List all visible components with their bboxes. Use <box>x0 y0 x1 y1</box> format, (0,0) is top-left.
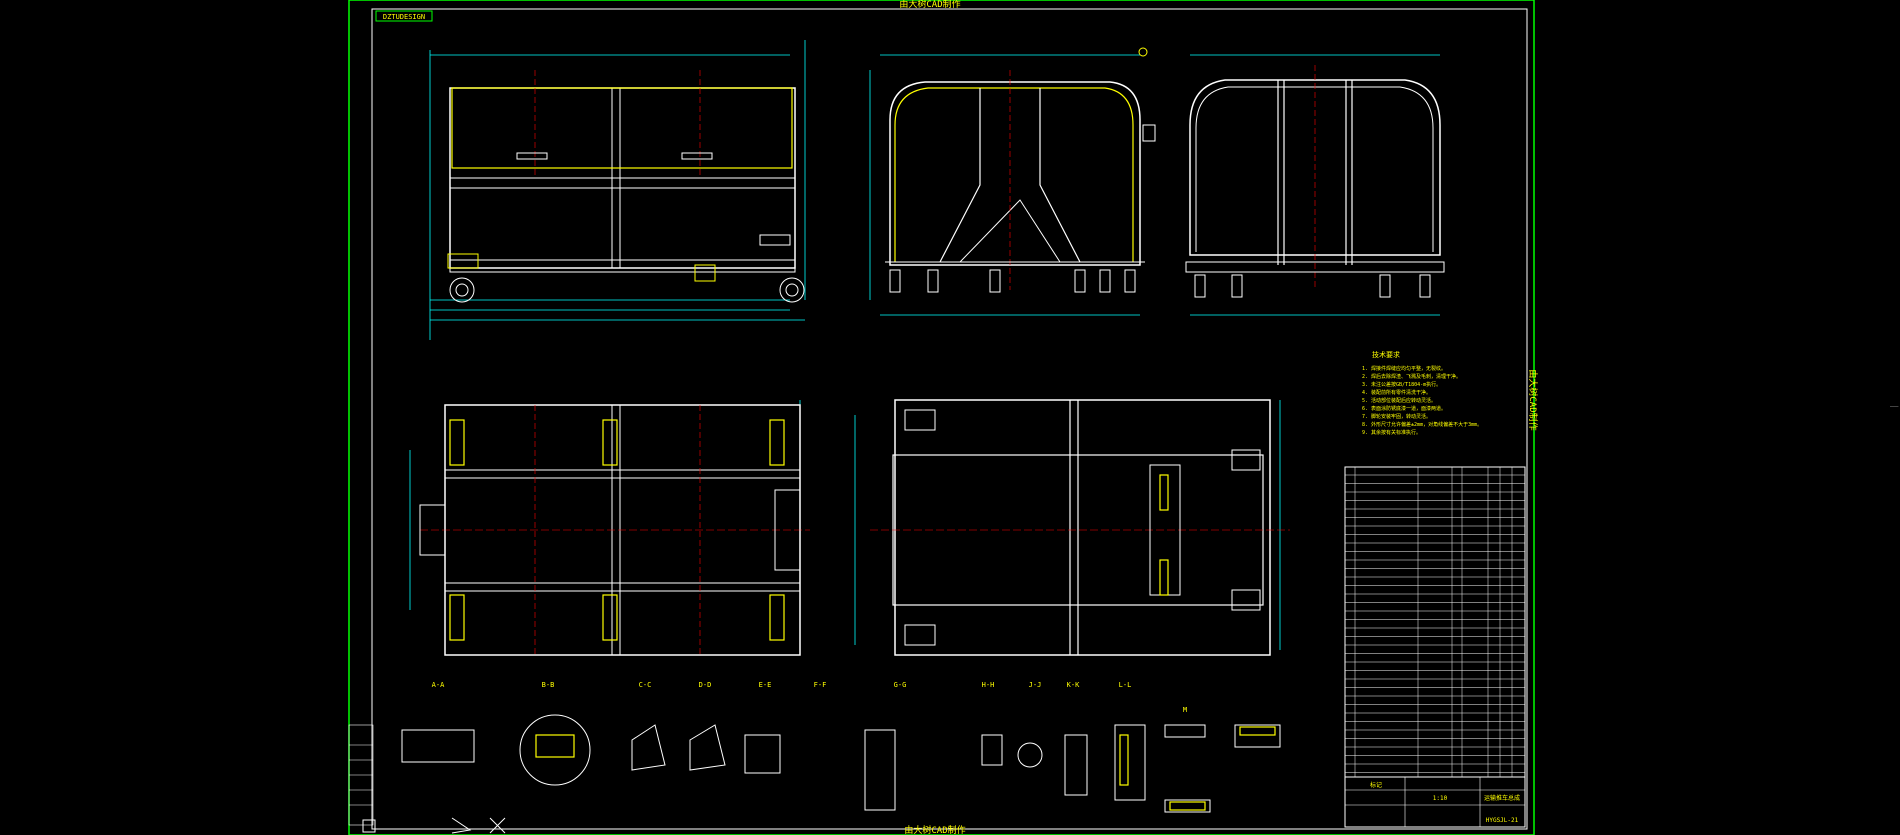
parts-list[interactable] <box>1344 466 1526 778</box>
svg-text:H-H: H-H <box>982 681 995 689</box>
svg-text:7. 脚轮安装牢固，转动灵活。: 7. 脚轮安装牢固，转动灵活。 <box>1362 413 1431 420</box>
sheet-outer-border <box>348 0 1535 835</box>
plan-view-right[interactable] <box>854 399 1290 656</box>
svg-text:3. 未注公差按GB/T1804-m执行。: 3. 未注公差按GB/T1804-m执行。 <box>1362 381 1441 388</box>
svg-text:G-G: G-G <box>894 681 907 689</box>
svg-text:C-C: C-C <box>639 681 652 689</box>
title-block-drawing-no: HYGSJL-21 <box>1486 817 1519 824</box>
svg-text:8. 外形尺寸允许偏差±2mm，对角线偏差不大于3mm。: 8. 外形尺寸允许偏差±2mm，对角线偏差不大于3mm。 <box>1362 421 1482 428</box>
corner-code-box <box>375 10 433 22</box>
svg-text:B-B: B-B <box>542 681 555 689</box>
svg-text:5. 活动部位装配后应转动灵活。: 5. 活动部位装配后应转动灵活。 <box>1362 397 1436 404</box>
title-block-label: 标记 <box>1370 781 1382 789</box>
svg-text:E-E: E-E <box>759 681 772 689</box>
detail-view-labels: A-A B-B C-C D-D E-E F-F G-G H-H J-J K-K … <box>432 681 1187 714</box>
svg-text:2. 焊后去除焊渣、飞溅及毛刺，清理干净。: 2. 焊后去除焊渣、飞溅及毛刺，清理干净。 <box>1362 373 1461 380</box>
svg-text:4. 装配前所有零件清洗干净。: 4. 装配前所有零件清洗干净。 <box>1362 389 1431 396</box>
svg-text:9. 其余按有关标准执行。: 9. 其余按有关标准执行。 <box>1362 429 1421 436</box>
side-section-view[interactable] <box>869 47 1156 316</box>
tech-requirements: 技术要求 1. 焊接件焊缝应均匀平整，无裂纹。 2. 焊后去除焊渣、飞溅及毛刺，… <box>1362 350 1482 436</box>
sheet-inner-border <box>371 8 1528 830</box>
ucs-icon <box>362 817 506 834</box>
tech-requirements-title: 技术要求 <box>1372 350 1400 359</box>
title-block-scale: 1:10 <box>1433 795 1448 802</box>
svg-text:L-L: L-L <box>1119 681 1132 689</box>
svg-text:F-F: F-F <box>814 681 827 689</box>
svg-text:1. 焊接件焊缝应均匀平整，无裂纹。: 1. 焊接件焊缝应均匀平整，无裂纹。 <box>1362 365 1446 372</box>
title-block[interactable]: 标记 运输推车总成 1:10 HYGSJL-21 <box>1344 776 1526 828</box>
end-elevation-view[interactable] <box>1185 54 1445 316</box>
svg-text:M: M <box>1183 706 1187 714</box>
plan-view-left[interactable] <box>409 400 810 656</box>
svg-text:D-D: D-D <box>699 681 712 689</box>
footer-title: 由大树CAD制作 <box>904 824 965 835</box>
corner-code: DZTUDESIGN <box>383 13 425 21</box>
svg-text:6. 表面涂防锈底漆一道，面漆两道。: 6. 表面涂防锈底漆一道，面漆两道。 <box>1362 405 1446 412</box>
header-title: 由大树CAD制作 <box>899 0 960 10</box>
revision-table <box>348 724 374 826</box>
title-block-name: 运输推车总成 <box>1484 794 1520 802</box>
side-title: 由大树CAD制作 <box>1527 369 1539 430</box>
front-elevation-view[interactable] <box>429 40 806 340</box>
detail-views-highlights <box>535 726 1276 811</box>
svg-text:K-K: K-K <box>1067 681 1080 689</box>
scrollbar-handle[interactable]: ‾ <box>1890 405 1899 421</box>
detail-views-row[interactable] <box>401 714 1281 813</box>
svg-text:J-J: J-J <box>1029 681 1042 689</box>
svg-text:A-A: A-A <box>432 681 445 689</box>
